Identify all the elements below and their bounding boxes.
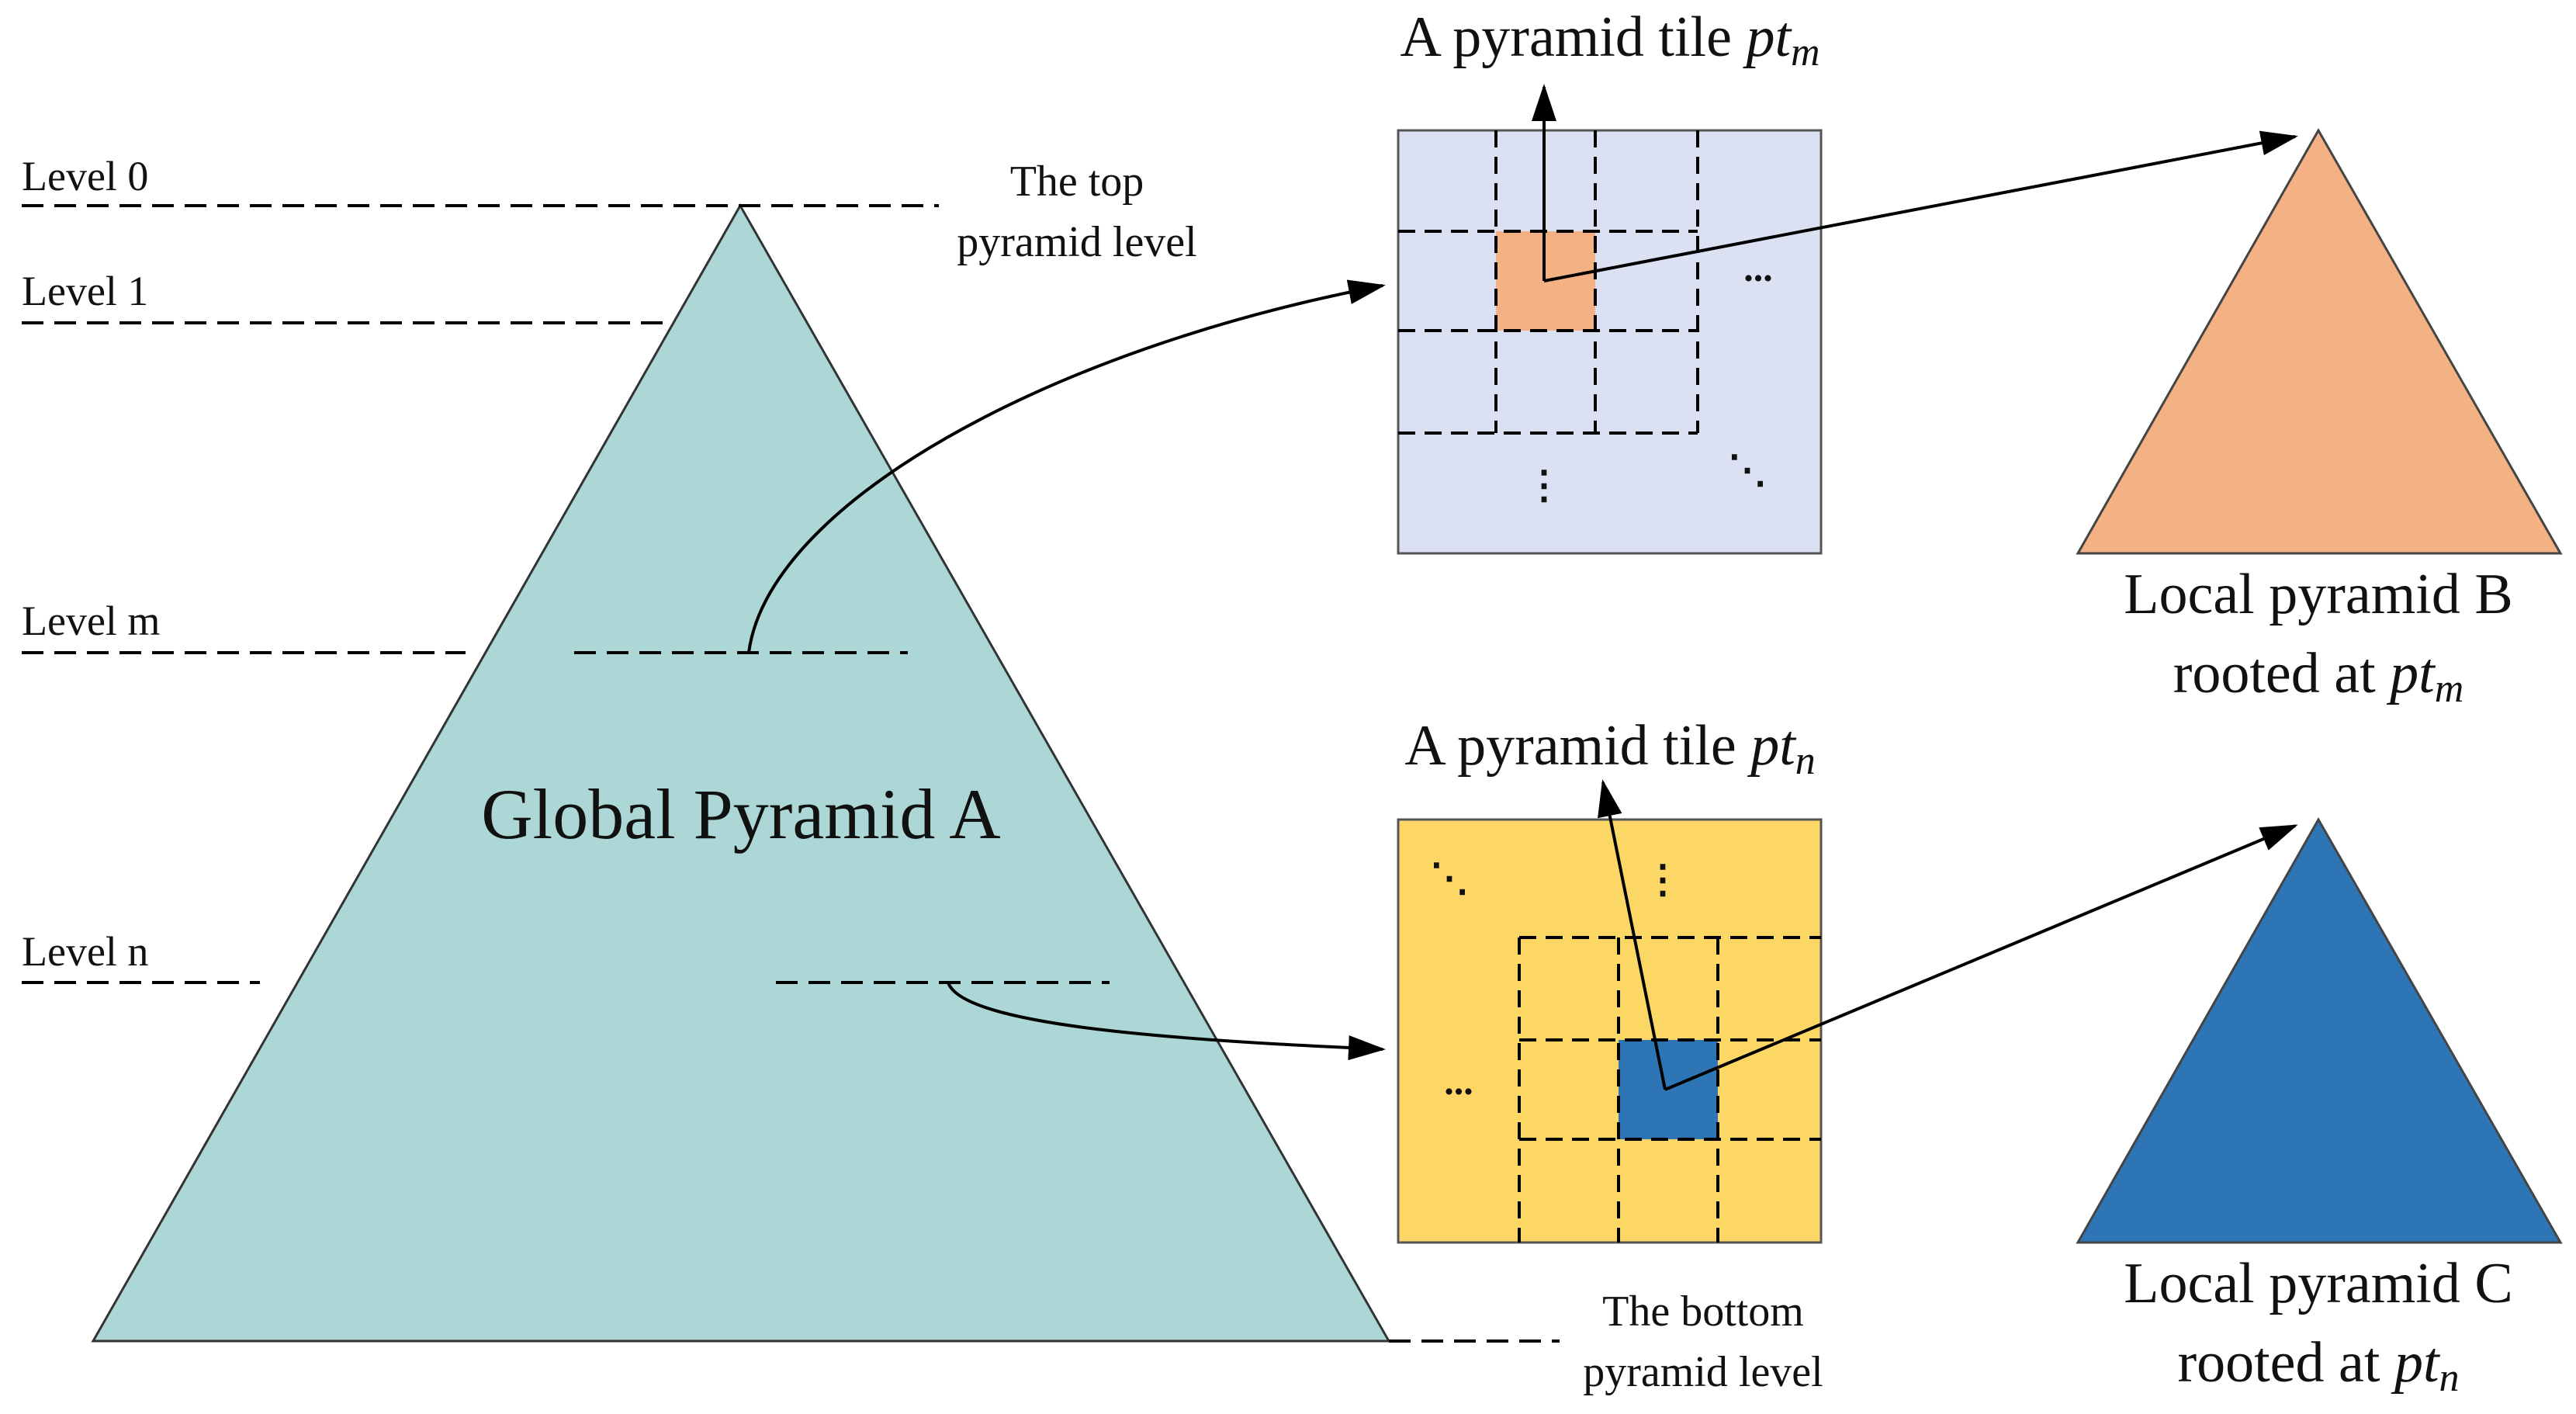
tile-n-ellipsis-diagonal: ⋱ <box>1430 856 1469 899</box>
tile-m-ellipsis-horizontal: ... <box>1743 246 1773 289</box>
global-pyramid-a <box>91 203 1391 1343</box>
tile-n-title-text: A pyramid tile <box>1404 714 1750 778</box>
local-c-line2-text: rooted at <box>2177 1331 2394 1395</box>
top-level-note-line1: The top <box>1010 158 1144 206</box>
tile-n-title-subscript: n <box>1795 739 1816 783</box>
local-pyramid-c-line2: rooted at ptn <box>2177 1331 2459 1400</box>
level-1-label: Level 1 <box>22 268 148 314</box>
arrow-tile-m-to-local-b <box>1543 130 2298 282</box>
tile-n-title: A pyramid tile ptn <box>1404 714 1816 783</box>
bottom-level-note-line2: pyramid level <box>1583 1348 1823 1396</box>
local-b-line2-subscript: m <box>2435 667 2464 711</box>
bottom-level-note-line1: The bottom <box>1602 1288 1804 1336</box>
tile-n-ellipsis-horizontal: ... <box>1444 1059 1473 1103</box>
local-b-line2-text: rooted at <box>2173 642 2390 705</box>
local-c-line2-symbol: pt <box>2391 1331 2441 1395</box>
level-lines <box>22 204 1560 1343</box>
tile-m-ellipsis-diagonal: ⋱ <box>1728 448 1767 491</box>
tile-grid-m-lines <box>1398 130 1699 435</box>
arrow-tile-n-to-local-c <box>1664 824 2298 1091</box>
local-pyramid-b-line2: rooted at ptm <box>2173 642 2464 711</box>
local-pyramid-b <box>2076 127 2563 555</box>
tile-n-ellipsis-vertical: ⋮ <box>1643 858 1682 901</box>
tile-m-title-subscript: m <box>1791 30 1820 75</box>
local-c-line2-subscript: n <box>2439 1356 2460 1400</box>
arrows <box>747 84 2298 1091</box>
tile-m-title-text: A pyramid tile <box>1400 5 1746 69</box>
level-m-label: Level m <box>22 598 160 644</box>
arrow-level-n-to-tile-n <box>947 982 1386 1061</box>
tile-m-ellipsis-vertical: ⋮ <box>1525 463 1563 507</box>
local-pyramid-b-line1: Local pyramid B <box>2124 563 2512 626</box>
local-b-line2-symbol: pt <box>2386 642 2436 705</box>
local-pyramid-c-line1: Local pyramid C <box>2124 1252 2512 1315</box>
tile-n-title-symbol: pt <box>1747 714 1797 778</box>
level-n-label: Level n <box>22 928 148 975</box>
level-0-label: Level 0 <box>22 153 148 199</box>
tile-grid-n-background <box>1397 818 1823 1244</box>
top-level-note-line2: pyramid level <box>957 218 1196 266</box>
tile-grid-n-lines <box>1518 936 1821 1242</box>
global-pyramid-label: Global Pyramid A <box>481 775 1001 854</box>
tile-grid-m-background <box>1397 129 1823 555</box>
tile-m-title: A pyramid tile ptm <box>1400 5 1819 75</box>
arrow-tile-n-up <box>1598 779 1667 1090</box>
tile-m-title-symbol: pt <box>1742 5 1792 69</box>
arrow-level-m-to-tile-m <box>747 279 1386 653</box>
local-pyramid-c <box>2076 816 2563 1244</box>
